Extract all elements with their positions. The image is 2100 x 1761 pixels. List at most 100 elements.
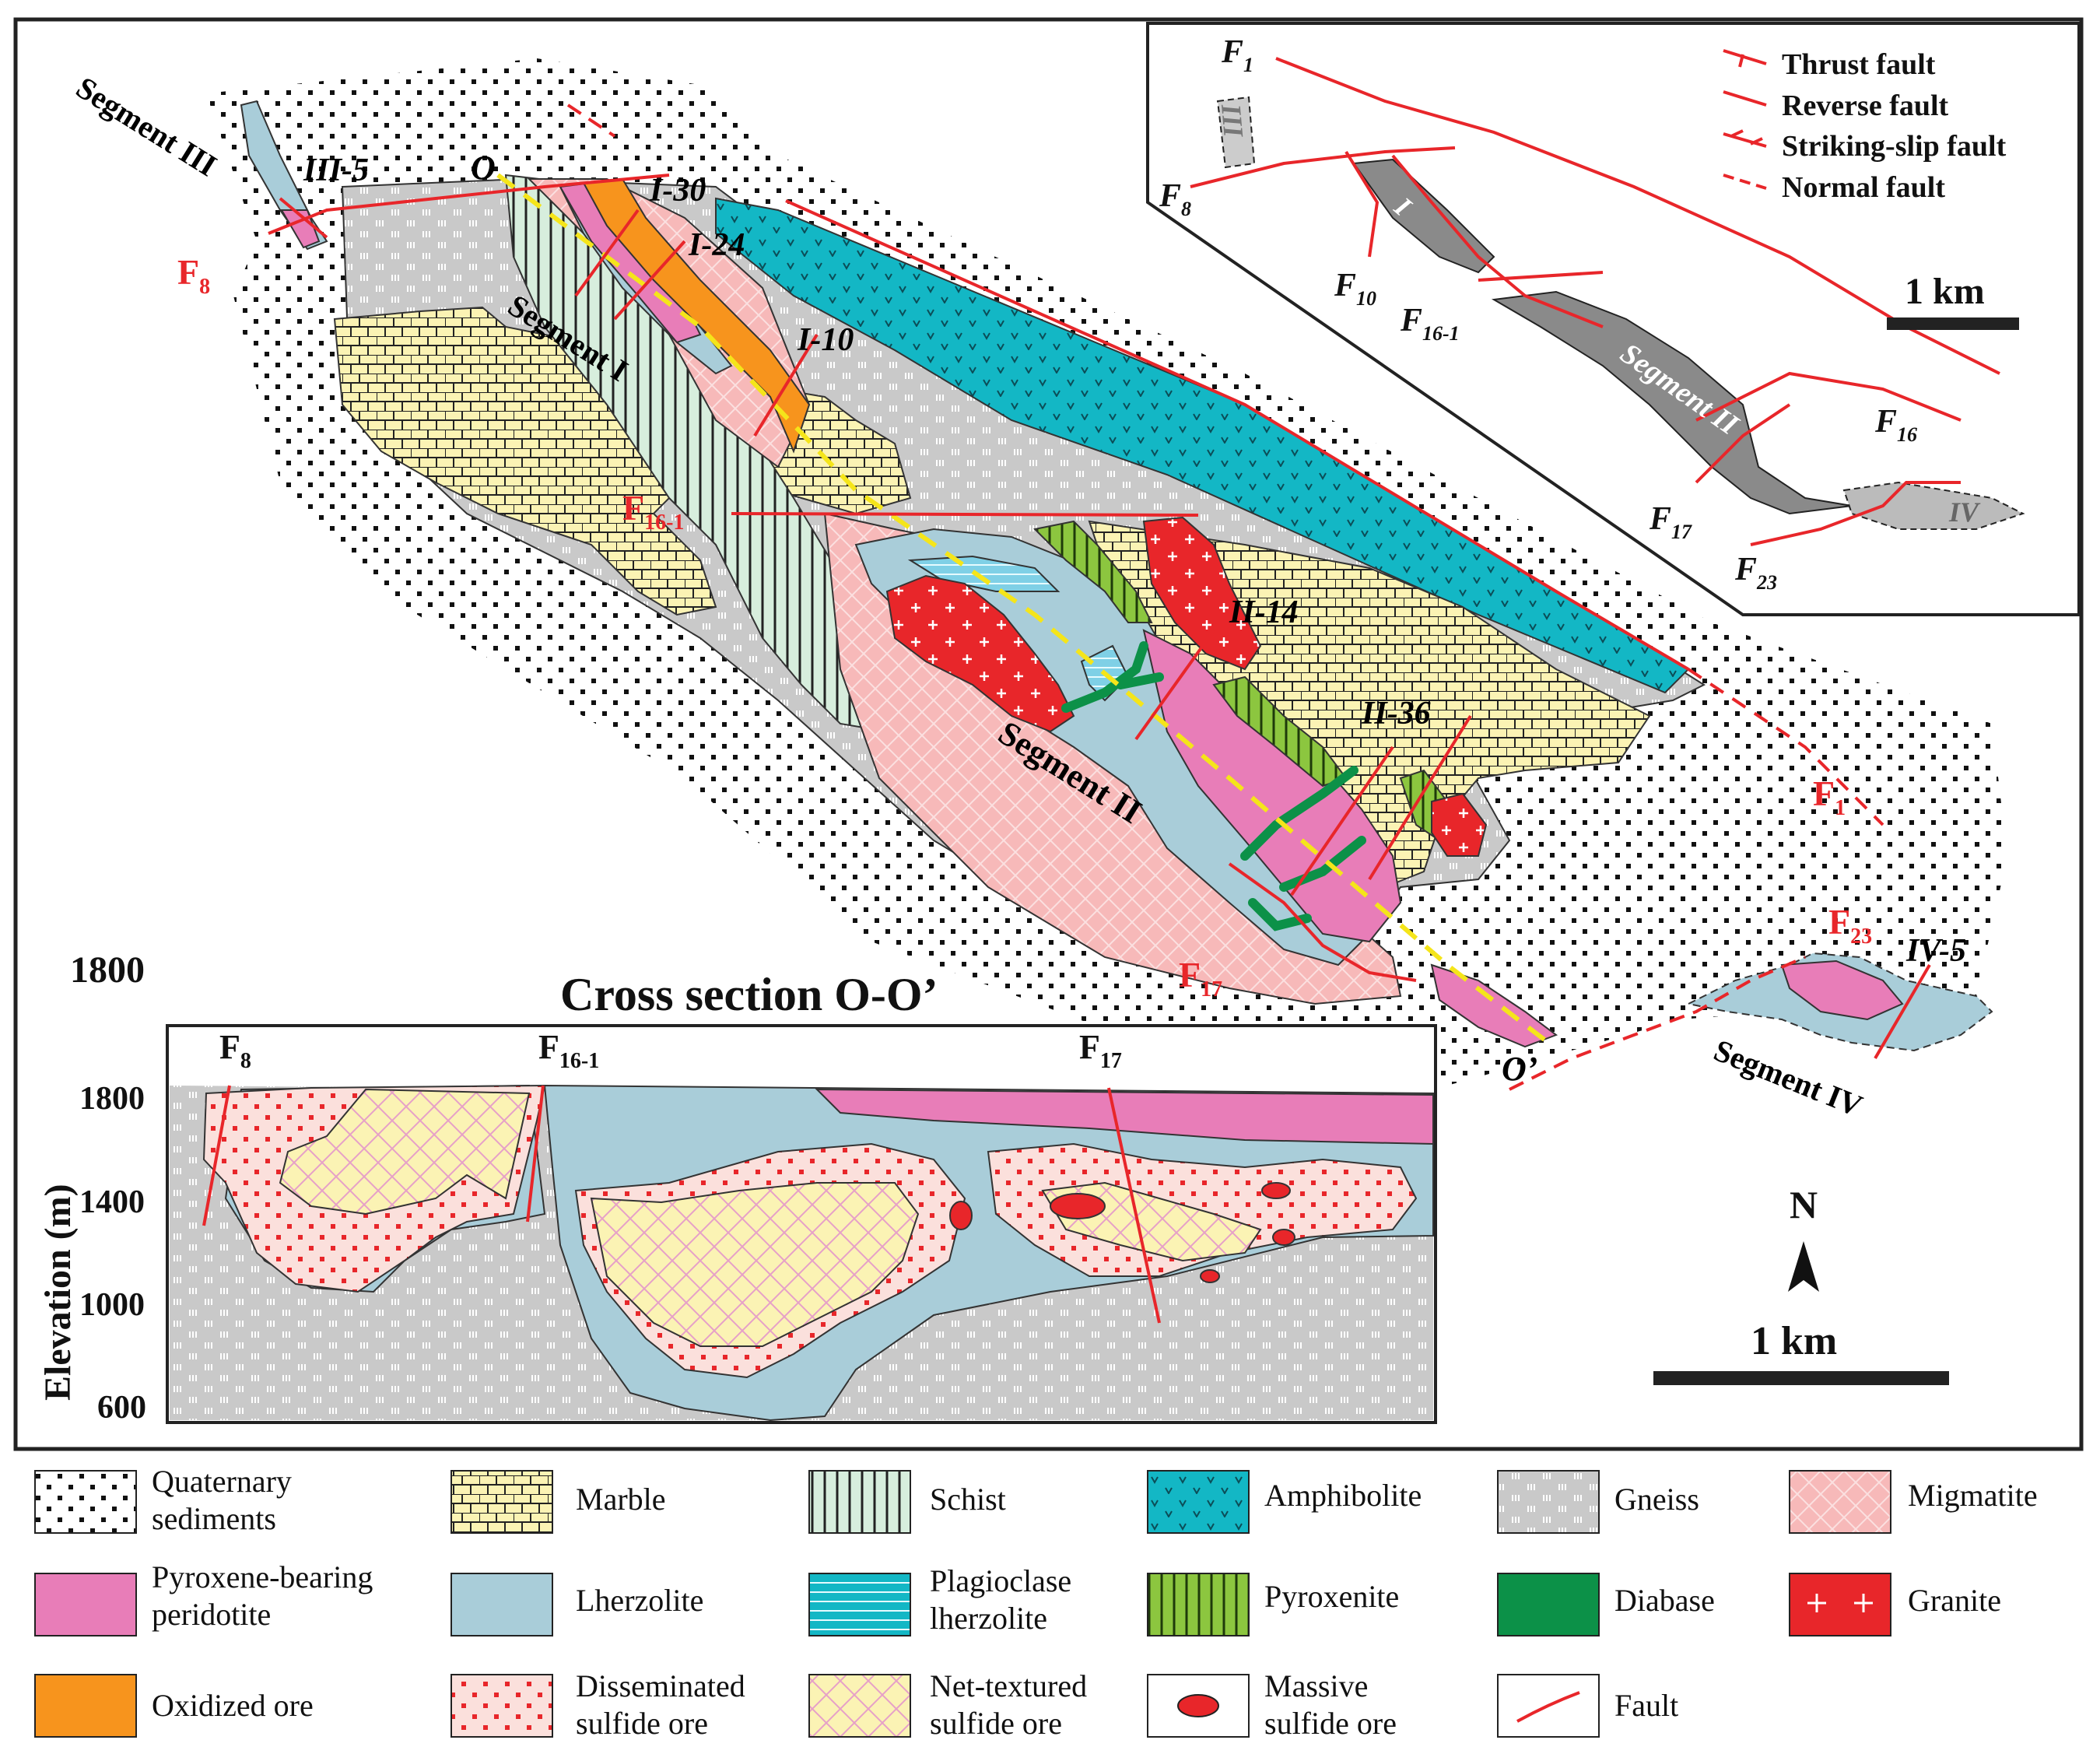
- y-tick-1400: 1400: [79, 1184, 145, 1220]
- legend-swatch-disseminated-ore: [451, 1674, 553, 1738]
- legend-oxidized-ore: Oxidized ore: [152, 1688, 314, 1723]
- section-start-label: O: [471, 149, 496, 187]
- legend-granite: Granite: [1908, 1583, 2001, 1618]
- inset-fault-f10: [1344, 150, 1380, 258]
- section-net-ore-center: [590, 1182, 920, 1347]
- legend-swatch-amphibolite: [1147, 1470, 1250, 1534]
- legend-swatch-granite: [1789, 1573, 1891, 1636]
- fault-f23-label: F23: [1828, 902, 1872, 949]
- fault-f16-1-label: F16-1: [622, 488, 684, 535]
- inset-segment-iii-label: III: [1215, 102, 1250, 139]
- legend-diabase: Diabase: [1614, 1583, 1715, 1618]
- inset-segment-iii-shape: [1216, 96, 1256, 169]
- inset-segment-iv-shape: [1842, 481, 2025, 530]
- legend-plag-lherzolite-line2: lherzolite: [930, 1601, 1047, 1636]
- inset-fault-f17: [1695, 403, 1791, 484]
- legend-net-textured-line2: sulfide ore: [930, 1706, 1062, 1741]
- section-fault-f8: [202, 1085, 231, 1226]
- profile-ii-36-label: II-36: [1361, 696, 1431, 731]
- granite-body-west: [885, 574, 1075, 733]
- profile-i-10-line: [753, 333, 819, 437]
- section-line-o-o: [496, 173, 1550, 1045]
- thrust-fault-symbol-icon: [1723, 49, 1767, 65]
- segment-iv-label: Segment IV: [1709, 1033, 1867, 1124]
- legend-disseminated-line2: sulfide ore: [576, 1706, 708, 1741]
- fault-f17-label: F17: [1179, 955, 1222, 1002]
- main-map-faults: [268, 103, 1931, 1091]
- legend-gneiss: Gneiss: [1614, 1482, 1699, 1517]
- section-faults: [202, 1085, 1161, 1324]
- inset-fault-f10-label: F10: [1334, 268, 1376, 310]
- fault-f8-extension: [566, 103, 616, 138]
- north-label: N: [1790, 1183, 1818, 1226]
- oxidized-ore-body: [582, 177, 811, 454]
- inset-fault-f8-label: F8: [1159, 178, 1191, 220]
- profile-i-24-label: I-24: [688, 227, 745, 263]
- legend-disseminated-line1: Disseminated: [576, 1668, 745, 1703]
- peridotite-body-east: [1430, 963, 1558, 1048]
- diabase-dykes: [1061, 641, 1366, 931]
- granite-body-north: [1142, 516, 1262, 671]
- legend-swatch-migmatite: [1789, 1470, 1891, 1534]
- massive-ore-lens-3: [1272, 1229, 1295, 1246]
- reverse-fault-symbol-icon: [1723, 90, 1767, 107]
- north-arrow-icon: [1788, 1241, 1819, 1292]
- legend-swatch-oxidized-ore: [34, 1674, 137, 1738]
- legend-swatch-quaternary: [34, 1470, 137, 1534]
- inset-fault-f16-1-branch: [1391, 154, 1604, 328]
- inset-legend: Thrust fault Reverse fault Striking-slip…: [1723, 48, 2007, 204]
- fault-f1-trace: [785, 199, 1690, 671]
- profile-i-30-label: I-30: [649, 173, 706, 209]
- legend-swatch-diabase: [1497, 1573, 1600, 1636]
- cross-section: 1800 Cross section O-O’ F8 F16-1 F17 180…: [37, 949, 1437, 1426]
- legend-quaternary-line1: Quaternary: [152, 1464, 292, 1499]
- profile-iii-5-label: III-5: [303, 153, 369, 188]
- legend-swatch-schist: [808, 1470, 911, 1534]
- legend-peridotite-line1: Pyroxene-bearing: [152, 1559, 373, 1594]
- legend-striking-slip-fault: Striking-slip fault: [1782, 130, 2007, 163]
- legend-pyroxenite: Pyroxenite: [1264, 1579, 1399, 1614]
- massive-ore-lens-1: [1050, 1193, 1106, 1219]
- inset-segment-iv-label: IV: [1948, 496, 1981, 528]
- inset-scale-bar: [1887, 317, 2019, 330]
- inset-scale-label: 1 km: [1905, 271, 1985, 312]
- fault-f17-trace: [1228, 862, 1417, 982]
- section-fault-f17: [1107, 1087, 1161, 1324]
- legend-swatch-marble: [451, 1470, 553, 1534]
- profile-ii-14-label: II-14: [1229, 595, 1299, 630]
- fault-f1-extension: [1687, 668, 1884, 826]
- main-scale-label: 1 km: [1751, 1319, 1837, 1363]
- legend-swatch-gneiss: [1497, 1470, 1600, 1534]
- profile-iv-5-line: [1874, 963, 1931, 1060]
- cross-section-top-value: 1800: [70, 949, 145, 991]
- fault-f1-label: F1: [1813, 774, 1846, 820]
- profile-iv-5-label: IV-5: [1905, 933, 1966, 969]
- inset-faults: [1190, 57, 2000, 546]
- legend-amphibolite: Amphibolite: [1264, 1478, 1422, 1513]
- fault-line-icon: [1516, 1691, 1580, 1723]
- granite-body-east: [1431, 792, 1488, 857]
- rock-legend: Quaternary sediments Marble Schist Amphi…: [34, 1464, 2038, 1741]
- section-end-label: O’: [1502, 1050, 1537, 1088]
- legend-quaternary-line2: sediments: [152, 1501, 276, 1536]
- inset-fault-f16-1: [1478, 271, 1604, 282]
- inset-fault-f8: [1190, 146, 1456, 188]
- legend-schist: Schist: [930, 1482, 1006, 1517]
- profile-i-10-label: I-10: [797, 322, 854, 358]
- granite-cross-icon: [1807, 1594, 1873, 1612]
- legend-fault: Fault: [1614, 1688, 1678, 1723]
- massive-ore-lens-4: [949, 1201, 973, 1230]
- legend-plag-lherzolite-line1: Plagioclase: [930, 1563, 1071, 1598]
- y-tick-600: 600: [97, 1390, 146, 1426]
- legend-swatch-lherzolite: [451, 1573, 553, 1636]
- legend-swatch-net-textured-ore: [808, 1674, 911, 1738]
- massive-ore-lens-icon: [1177, 1694, 1219, 1717]
- strike-slip-fault-symbol-icon: [1723, 129, 1767, 148]
- legend-thrust-fault: Thrust fault: [1782, 48, 1936, 81]
- section-fault-f17-label: F17: [1079, 1028, 1122, 1073]
- legend-lherzolite: Lherzolite: [576, 1583, 703, 1618]
- legend-migmatite: Migmatite: [1908, 1478, 2038, 1513]
- profile-i-24-line: [613, 240, 686, 321]
